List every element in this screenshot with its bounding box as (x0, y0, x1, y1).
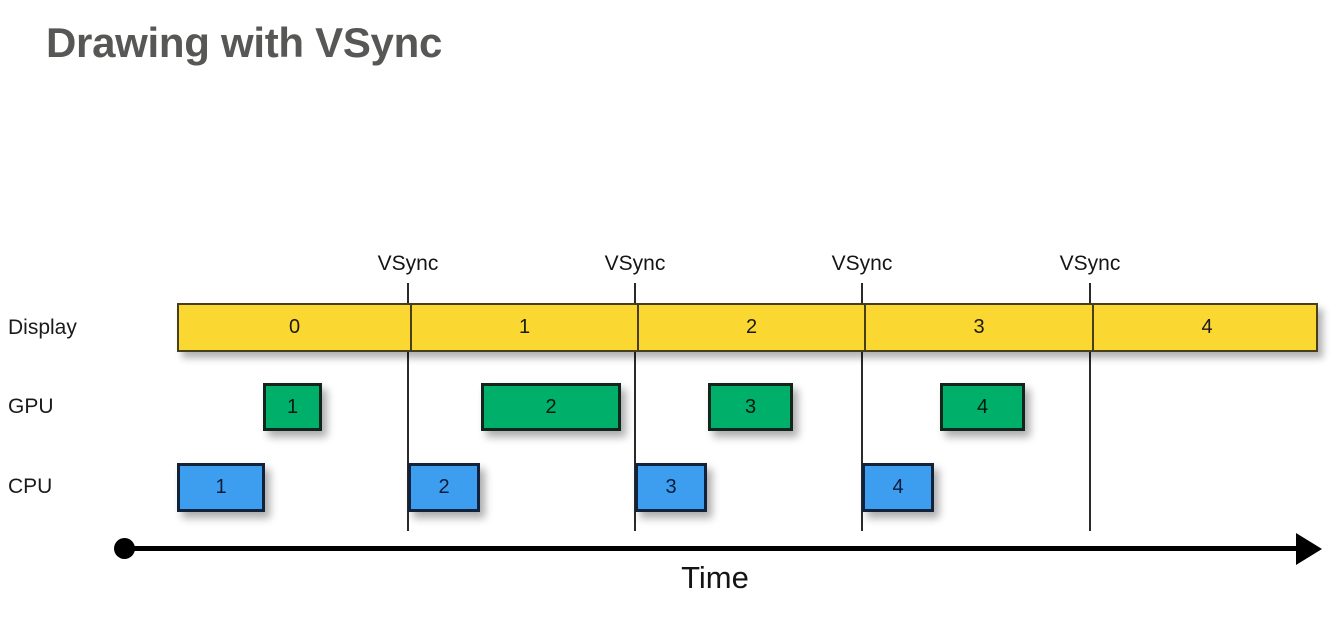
gpu-block-3: 3 (708, 383, 793, 431)
display-frame-2: 2 (637, 305, 864, 350)
cpu-block-1: 1 (177, 463, 265, 512)
gpu-block-2: 2 (481, 383, 621, 431)
display-frame-1: 1 (410, 305, 637, 350)
vsync-line-3 (861, 283, 863, 531)
display-frame-4: 4 (1092, 305, 1320, 350)
vsync-line-4 (1089, 283, 1091, 531)
display-frame-0: 0 (288, 316, 301, 338)
row-label-gpu: GPU (8, 395, 54, 418)
time-axis-line (125, 546, 1305, 551)
vsync-label-3: VSync (831, 252, 893, 275)
gpu-block-4: 4 (940, 383, 1025, 431)
row-label-cpu: CPU (8, 475, 53, 498)
cpu-block-2: 2 (408, 463, 480, 512)
vsync-label-2: VSync (604, 252, 666, 275)
vsync-label-1: VSync (377, 252, 439, 275)
vsync-label-4: VSync (1059, 252, 1121, 275)
time-axis-origin-dot (114, 538, 135, 559)
cpu-block-4: 4 (862, 463, 934, 512)
vsync-line-1 (407, 283, 409, 531)
vsync-line-2 (634, 283, 636, 531)
cpu-block-3: 3 (635, 463, 707, 512)
gpu-block-1: 1 (263, 383, 322, 431)
page-title: Drawing with VSync (46, 19, 442, 66)
row-label-display: Display (8, 316, 77, 339)
display-frame-3: 3 (864, 305, 1092, 350)
time-axis-arrow-icon (1296, 533, 1322, 565)
time-axis-label: Time (681, 560, 749, 595)
